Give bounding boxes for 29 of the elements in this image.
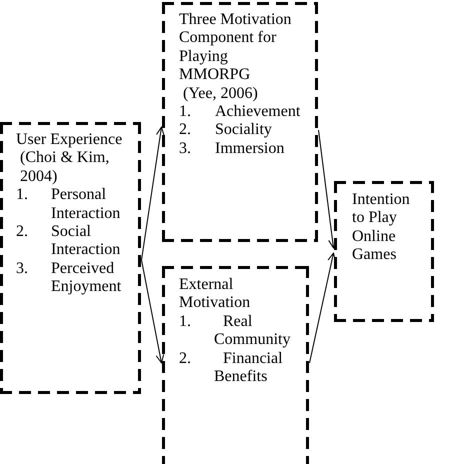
concept-box — [0, 122, 141, 394]
list-item: Personal Interaction — [51, 186, 122, 224]
list-number: 2. — [179, 350, 192, 369]
list-item: Immersion — [215, 140, 286, 158]
box-heading: Intention to Play Online Games — [352, 191, 411, 265]
citation: (Choi & Kim, 2004) — [19, 149, 110, 186]
list-number: 2. — [179, 121, 192, 140]
concept-box — [162, 266, 309, 464]
box-heading: Three Motivation Component for Playing MMORPG — [179, 11, 292, 85]
arrow — [141, 126, 165, 260]
box-heading: External Motivation — [179, 276, 252, 313]
list-item: Perceived Enjoyment — [51, 260, 122, 297]
concept-box — [334, 181, 434, 322]
list-number: 1. — [16, 186, 29, 206]
arrow — [309, 252, 336, 364]
list-item: Achievement — [215, 103, 302, 122]
list-number: 3. — [179, 140, 192, 158]
list-item: Financial Benefits — [214, 350, 284, 386]
list-number: 1. — [179, 312, 192, 332]
list-number: 3. — [16, 260, 29, 279]
citation: (Yee, 2006) — [182, 84, 259, 104]
box-heading: User Experience — [16, 131, 124, 150]
list-item: Sociality — [215, 121, 273, 140]
list-item: Social Interaction — [51, 223, 122, 260]
list-number: 2. — [16, 223, 29, 242]
list-number: 1. — [179, 103, 192, 122]
concept-box — [162, 2, 318, 242]
arrow — [141, 260, 164, 364]
list-item: Real Community — [214, 312, 292, 350]
